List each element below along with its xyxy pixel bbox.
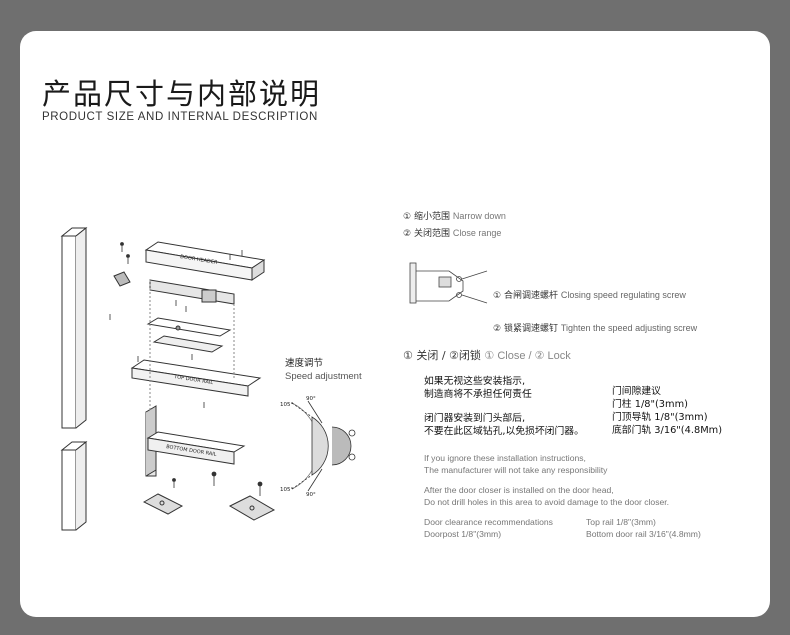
closer-body [113,271,235,305]
door-header-part: DOOR HEADER [144,241,266,281]
angle-105-top: 105° [280,402,293,408]
content-card: 产品尺寸与内部说明 PRODUCT SIZE AND INTERNAL DESC… [20,31,770,617]
door-post [60,226,88,531]
clearance-en-right: Top rail 1/8"(3mm) Bottom door rail 3/16… [586,517,701,539]
close-lock-label: ① 关闭 / ②闭锁 ① Close / ② Lock [403,349,571,362]
speed-dial-diagram: 105° 90° 105° 90° [280,396,356,498]
legend-item-close-range: ② 关闭范围 Close range [403,228,502,239]
page-title: 产品尺寸与内部说明 [42,77,322,111]
angle-105-bottom: 105° [280,487,293,493]
bottom-rail-part: BOTTOM DOOR RAIL [146,431,246,465]
pivot-plate [146,317,232,353]
clearance-cn: 门间隙建议 门柱 1/8"(3mm) 门顶导轨 1/8"(3mm) 底部门轨 3… [612,386,723,436]
page-subtitle: PRODUCT SIZE AND INTERNAL DESCRIPTION [42,111,318,123]
door-header-label: DOOR HEADER [180,254,219,266]
floor-plates [142,493,276,521]
speed-label-cn: 速度调节 [285,358,324,369]
warning-en-drill: After the door closer is installed on th… [424,485,670,507]
screws [109,242,263,496]
warning-cn-drill: 闭门器安装到门头部后, 不要在此区域钻孔,以免损坏闭门器。 [424,413,584,437]
angle-90-top: 90° [306,396,316,402]
angle-90-bottom: 90° [306,492,316,498]
clearance-en-left: Door clearance recommendations Doorpost … [424,517,553,539]
legend-item-narrow-down: ① 缩小范围 Narrow down [403,211,506,222]
speed-label-en: Speed adjustment [285,371,362,382]
speed-adjustment-label: 速度调节 Speed adjustment [285,357,362,383]
tighten-speed-screw-label: ② 锁紧调速螺钉 Tighten the speed adjusting scr… [493,323,698,334]
exploded-installation-diagram: DOOR HEADER TOP DOOR RAIL BOT [60,226,276,531]
top-rail-part: TOP DOOR RAIL [130,359,262,397]
closing-speed-screw-label: ① 合闸调速螺杆 Closing speed regulating screw [493,290,686,301]
speed-screw-diagram [409,262,488,304]
warning-cn-ignore: 如果无视这些安装指示, 制造商将不承担任何责任 [424,376,532,400]
warning-en-ignore: If you ignore these installation instruc… [424,453,608,475]
guide-lines [149,280,235,412]
